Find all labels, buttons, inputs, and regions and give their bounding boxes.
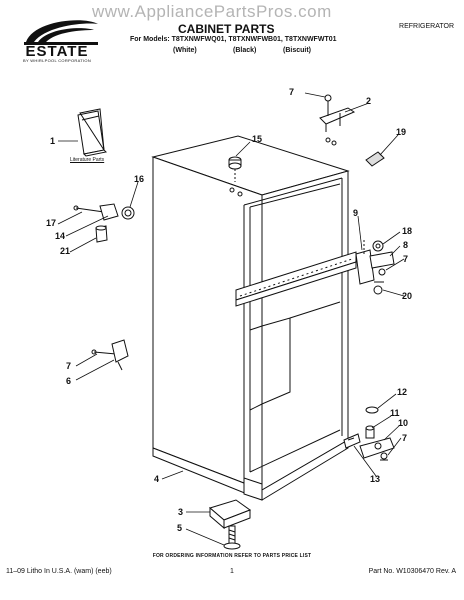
callout-13: 13 bbox=[370, 474, 381, 484]
door-hinge-left-icon bbox=[91, 339, 129, 371]
toe-grille-clip-icon bbox=[343, 433, 361, 449]
callout-15: 15 bbox=[252, 134, 263, 144]
appliance-category: REFRIGERATOR bbox=[399, 23, 454, 30]
estate-logo bbox=[4, 14, 114, 64]
callout-3: 3 bbox=[178, 507, 184, 517]
top-hinge-icon bbox=[319, 94, 356, 132]
callout-4: 4 bbox=[154, 474, 160, 484]
hinge-pin-assembly-icon bbox=[73, 203, 135, 243]
watermark-text: www.AppliancePartsPros.com bbox=[92, 2, 332, 21]
top-hinge-cap-icon bbox=[228, 156, 242, 182]
callout-7-top: 7 bbox=[289, 87, 295, 97]
callout-7-bottom: 7 bbox=[402, 433, 408, 443]
callout-10: 10 bbox=[398, 418, 409, 428]
callout-8: 8 bbox=[403, 240, 409, 250]
callout-18: 18 bbox=[402, 226, 413, 236]
brand-subtitle: BY WHIRLPOOL CORPORATION bbox=[22, 58, 92, 63]
callout-19: 19 bbox=[396, 127, 407, 137]
callout-7-center: 7 bbox=[403, 254, 409, 264]
literature-parts-label: Literature Parts bbox=[70, 157, 105, 163]
callout-11: 11 bbox=[390, 408, 400, 418]
brand-name: ESTATE bbox=[25, 43, 89, 60]
callout-16: 16 bbox=[134, 174, 145, 184]
part-number: Part No. W10306470 Rev. A bbox=[368, 568, 456, 575]
refrigerator-cabinet-drawing bbox=[151, 135, 357, 501]
hinge-cover-icon bbox=[365, 151, 385, 167]
callout-1: 1 bbox=[50, 136, 56, 146]
callout-5: 5 bbox=[177, 523, 183, 533]
callout-21: 21 bbox=[60, 246, 71, 256]
callout-20: 20 bbox=[402, 291, 413, 301]
center-hinge-assembly-icon bbox=[355, 240, 395, 295]
page-number: 1 bbox=[230, 568, 234, 575]
ordering-note: FOR ORDERING INFORMATION REFER TO PARTS … bbox=[152, 553, 312, 559]
callout-leaders bbox=[57, 92, 405, 546]
callout-14: 14 bbox=[55, 231, 66, 241]
callout-9: 9 bbox=[353, 208, 359, 218]
callout-7-left: 7 bbox=[66, 361, 72, 371]
color-biscuit: (Biscuit) bbox=[283, 47, 311, 54]
leveling-leg-icon bbox=[208, 499, 252, 550]
bottom-hinge-assembly-icon bbox=[359, 406, 395, 461]
litho-info: 11–09 Litho In U.S.A. (wam) (eeb) bbox=[6, 568, 112, 575]
literature-booklet-icon bbox=[77, 108, 108, 157]
callout-12: 12 bbox=[397, 387, 408, 397]
callout-17: 17 bbox=[46, 218, 57, 228]
callout-6: 6 bbox=[66, 376, 72, 386]
page-title: CABINET PARTS bbox=[178, 22, 275, 36]
color-black: (Black) bbox=[233, 47, 257, 54]
callout-2: 2 bbox=[366, 96, 372, 106]
models-line: For Models: T8TXNWFWQ01, T8TXNWFWB01, T8… bbox=[130, 36, 337, 43]
estate-logo-swoosh-icon bbox=[24, 20, 98, 45]
color-white: (White) bbox=[173, 47, 197, 54]
